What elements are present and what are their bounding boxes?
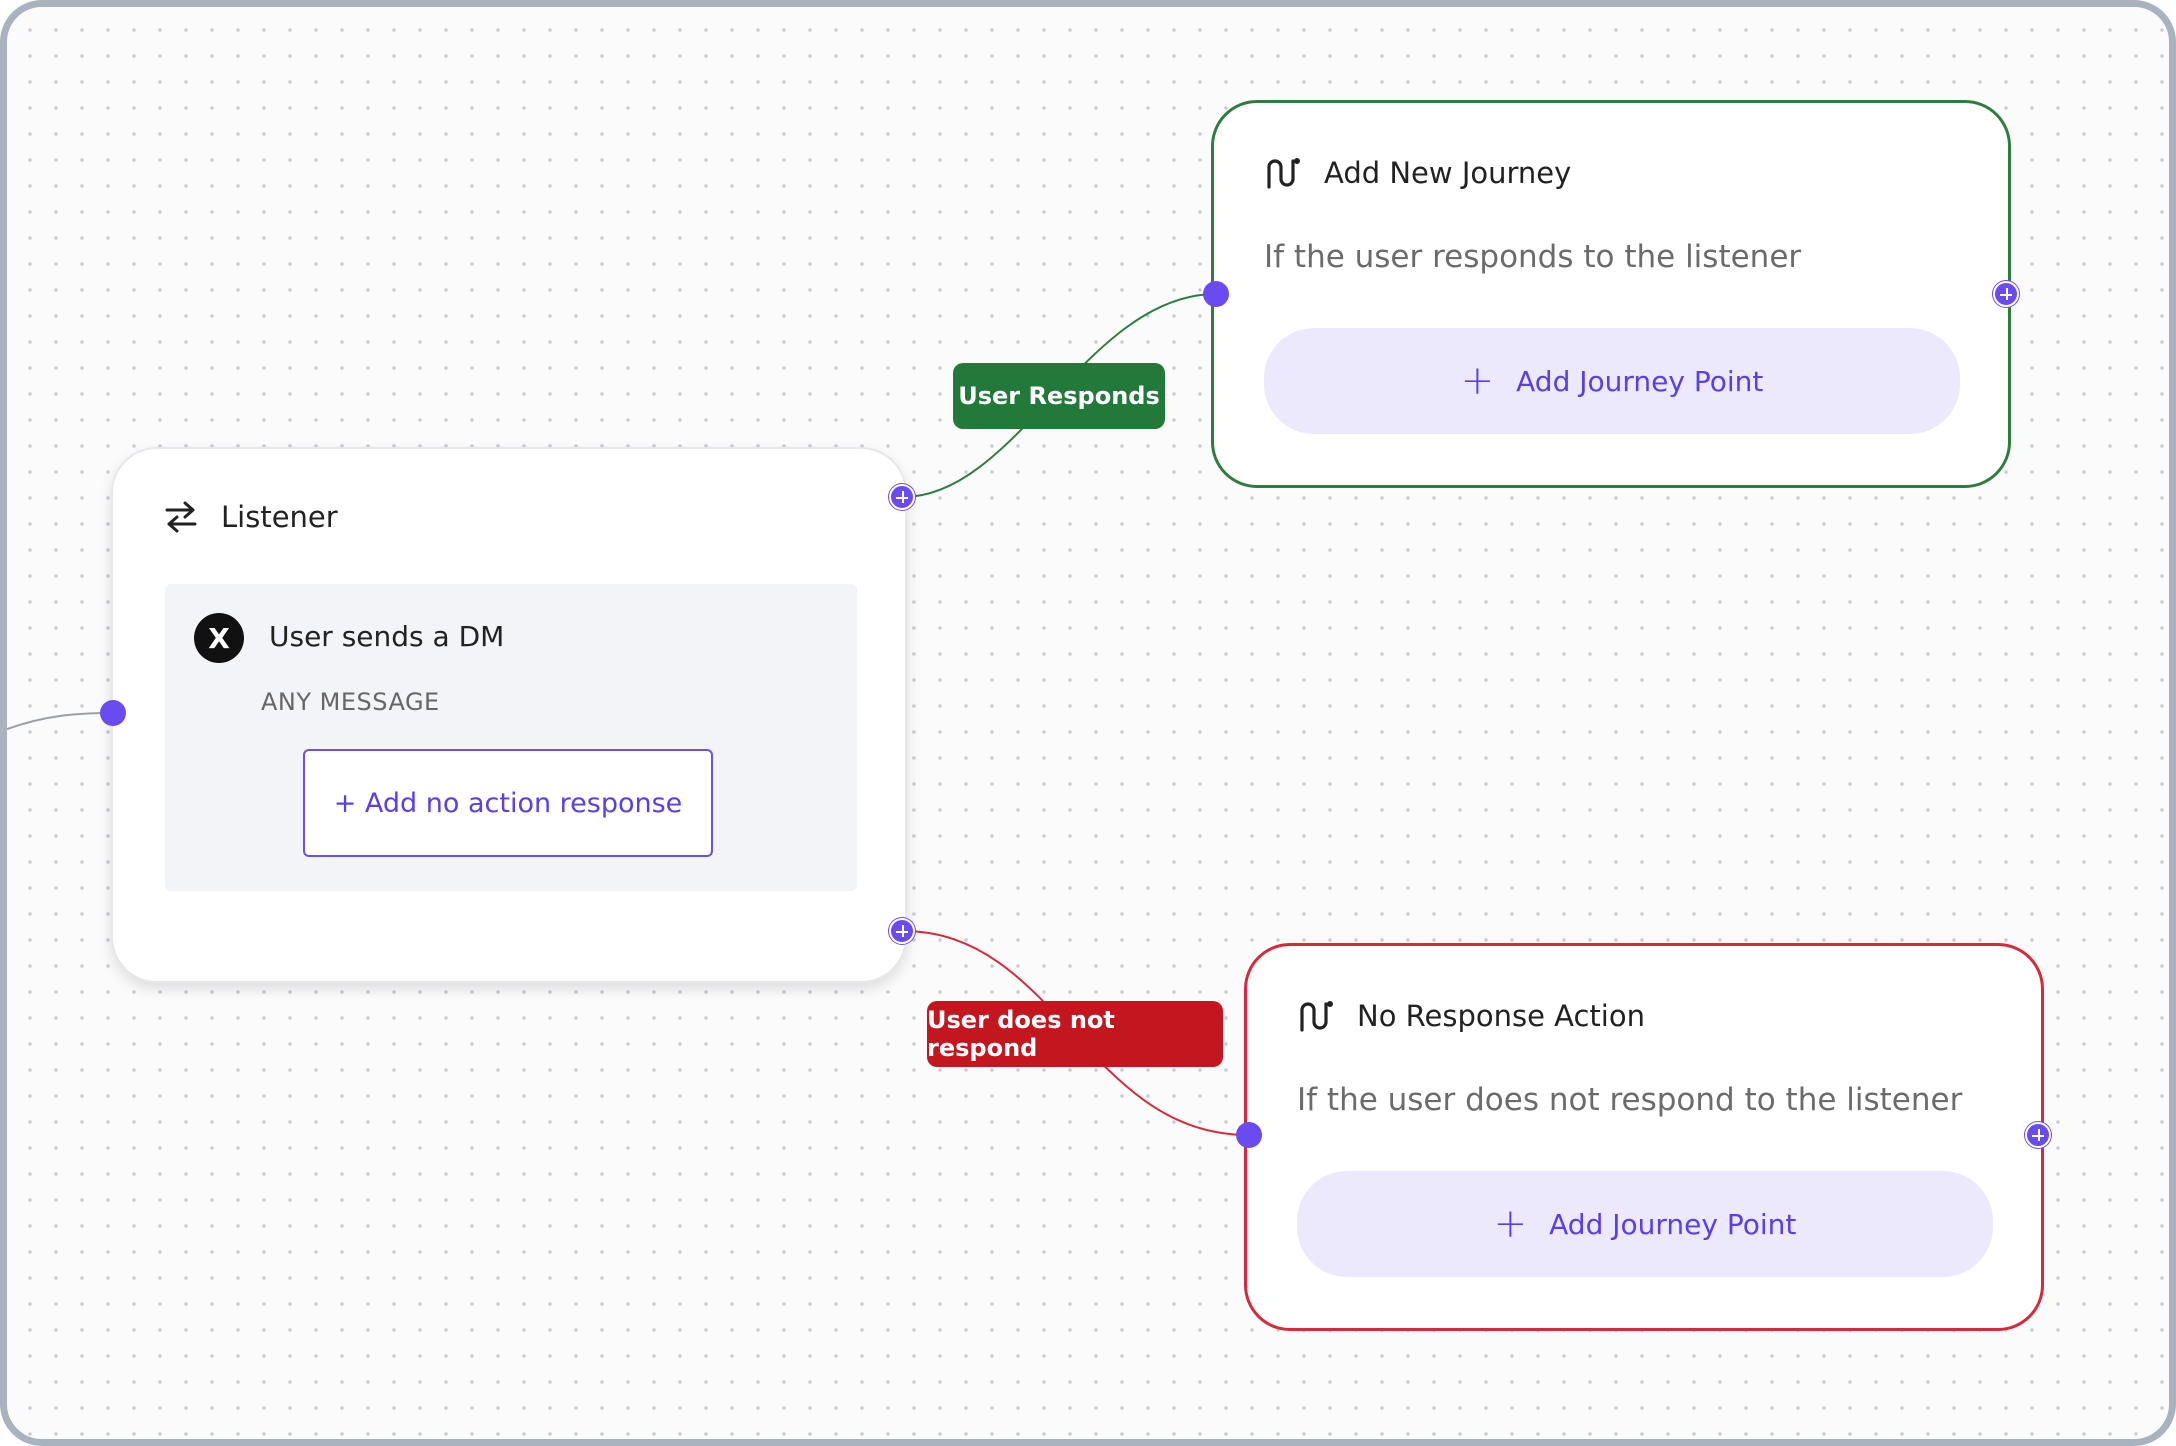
listener-output-handle-responds[interactable] (889, 484, 915, 510)
journey-node-no-response[interactable]: No Response Action If the user does not … (1244, 943, 2044, 1331)
route-icon (1300, 1001, 1333, 1032)
add-journey-point-label: Add Journey Point (1549, 1207, 1797, 1241)
add-no-action-response-button[interactable]: + Add no action response (303, 749, 713, 857)
plus-icon: + (1493, 1201, 1528, 1247)
add-journey-point-button[interactable]: + Add Journey Point (1297, 1171, 1993, 1277)
swap-arrows-icon (165, 501, 197, 533)
add-journey-point-label: Add Journey Point (1516, 364, 1764, 398)
journey-no-response-output-handle[interactable] (2025, 1122, 2051, 1148)
listener-output-handle-no-response[interactable] (889, 918, 915, 944)
journey-header: Add New Journey (1264, 155, 1571, 191)
x-logo-icon: X (194, 613, 244, 663)
listener-title: Listener (221, 500, 338, 534)
journey-node-responds[interactable]: Add New Journey If the user responds to … (1211, 100, 2011, 488)
journey-title: Add New Journey (1324, 156, 1572, 190)
journey-header: No Response Action (1297, 998, 1645, 1034)
listener-node[interactable]: Listener X User sends a DM ANY MESSAGE +… (111, 447, 907, 983)
user-does-not-respond-label[interactable]: User does not respond (927, 1001, 1223, 1067)
plus-icon: + (1460, 358, 1495, 404)
route-icon (1267, 158, 1300, 189)
journey-description: If the user does not respond to the list… (1297, 1082, 1963, 1118)
journey-no-response-input-handle[interactable] (1236, 1122, 1262, 1148)
journey-responds-output-handle[interactable] (1993, 281, 2019, 307)
listener-input-handle[interactable] (100, 700, 126, 726)
listener-header: Listener (163, 499, 338, 535)
trigger-card[interactable]: X User sends a DM ANY MESSAGE + Add no a… (165, 584, 857, 891)
add-journey-point-button[interactable]: + Add Journey Point (1264, 328, 1960, 434)
user-responds-label[interactable]: User Responds (953, 363, 1165, 429)
trigger-filter: ANY MESSAGE (261, 688, 440, 716)
journey-title: No Response Action (1357, 999, 1645, 1033)
journey-responds-input-handle[interactable] (1203, 281, 1229, 307)
trigger-label: User sends a DM (269, 620, 505, 653)
incoming-edge (7, 712, 114, 730)
journey-description: If the user responds to the listener (1264, 239, 1802, 275)
